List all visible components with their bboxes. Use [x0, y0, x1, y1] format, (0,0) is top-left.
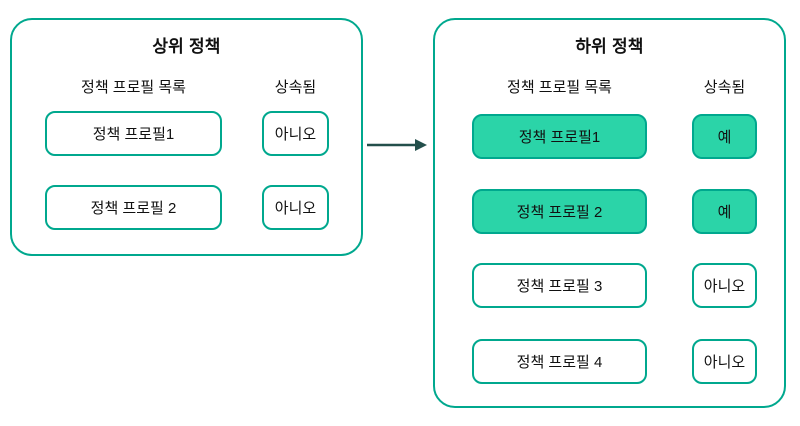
parent-policy-profile-chip: 정책 프로필 2 [45, 185, 222, 230]
parent-policy-profile-chip: 정책 프로필1 [45, 111, 222, 156]
child-policy-panel: 하위 정책 정책 프로필 목록 상속됨 정책 프로필1 예 정책 프로필 2 예… [433, 18, 786, 408]
child-policy-profile-chip: 정책 프로필 4 [472, 339, 647, 384]
child-panel-title: 하위 정책 [575, 37, 644, 56]
child-inherited-status-chip: 아니오 [692, 339, 757, 384]
child-inherited-status-chip: 예 [692, 114, 757, 159]
parent-policy-panel: 상위 정책 정책 프로필 목록 상속됨 정책 프로필1 아니오 정책 프로필 2… [10, 18, 363, 256]
parent-panel-title: 상위 정책 [152, 37, 221, 56]
parent-inherited-header: 상속됨 [274, 79, 317, 96]
child-inherited-status-chip: 예 [692, 189, 757, 234]
parent-inherited-status-chip: 아니오 [262, 111, 329, 156]
child-policy-profile-chip: 정책 프로필 2 [472, 189, 647, 234]
child-inherited-header: 상속됨 [703, 79, 746, 96]
child-policy-profile-chip: 정책 프로필 3 [472, 263, 647, 308]
arrow-right-icon [366, 138, 428, 152]
child-policy-profile-chip: 정책 프로필1 [472, 114, 647, 159]
parent-profile-list-header: 정책 프로필 목록 [81, 79, 186, 96]
parent-inherited-status-chip: 아니오 [262, 185, 329, 230]
child-profile-list-header: 정책 프로필 목록 [507, 79, 612, 96]
child-inherited-status-chip: 아니오 [692, 263, 757, 308]
